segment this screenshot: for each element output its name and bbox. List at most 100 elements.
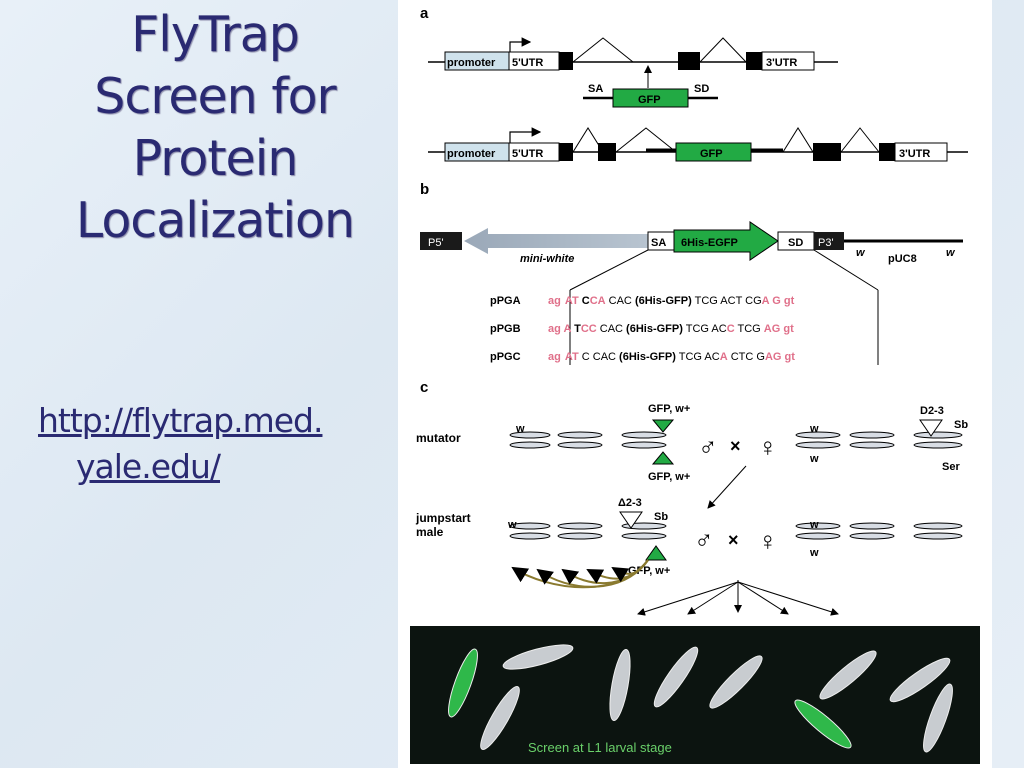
w-label: w bbox=[809, 453, 819, 465]
gfp-larva bbox=[794, 699, 852, 749]
link-line-1[interactable]: http://flytrap.med. bbox=[38, 401, 323, 440]
chromosome bbox=[913, 431, 963, 439]
exon bbox=[598, 143, 616, 161]
male-symbol: ♂ bbox=[694, 524, 714, 554]
p5-box bbox=[420, 232, 462, 250]
chromosome bbox=[913, 522, 963, 530]
chromosome bbox=[621, 532, 667, 540]
sb-label: Sb bbox=[954, 419, 968, 431]
sd-label: SD bbox=[694, 83, 709, 95]
larva bbox=[709, 655, 763, 709]
female-symbol: ♀ bbox=[758, 526, 778, 556]
title-line: Protein bbox=[132, 130, 299, 187]
chromosome bbox=[509, 532, 551, 540]
gfp-label: GFP bbox=[700, 148, 723, 160]
utr5-label: 5'UTR bbox=[512, 148, 543, 160]
jumpstart-label: male bbox=[416, 525, 444, 539]
chromosome bbox=[849, 431, 895, 439]
slide-title: FlyTrap Screen for Protein Localization bbox=[40, 4, 390, 252]
utr3-label: 3'UTR bbox=[899, 148, 930, 160]
chromosome bbox=[795, 441, 841, 449]
chromosome bbox=[557, 522, 603, 530]
chromosome bbox=[849, 522, 895, 530]
puc-label: pUC8 bbox=[888, 253, 917, 265]
transposition-arcs bbox=[511, 559, 649, 589]
mini-white-label: mini-white bbox=[520, 253, 574, 265]
p5-label: P5' bbox=[428, 237, 444, 249]
egfp-label: 6His-EGFP bbox=[681, 237, 738, 249]
larva bbox=[502, 644, 574, 670]
seq-name: pPGA bbox=[490, 295, 521, 307]
female-symbol: ♀ bbox=[758, 432, 778, 462]
gfp-box bbox=[612, 88, 689, 108]
p3-box bbox=[814, 232, 844, 250]
w-label: w bbox=[809, 547, 819, 559]
chromosome bbox=[557, 441, 603, 449]
w-label: w bbox=[946, 247, 956, 259]
w-label: w bbox=[507, 519, 517, 531]
link-line-2[interactable]: yale.edu/ bbox=[76, 447, 221, 486]
chromosome bbox=[913, 441, 963, 449]
gfp-w-label: GFP, w+ bbox=[648, 471, 690, 483]
chromosome bbox=[621, 441, 667, 449]
chromosome bbox=[795, 522, 841, 530]
ser-label: Ser bbox=[942, 461, 960, 473]
w-label: w bbox=[809, 423, 819, 435]
chromosome bbox=[509, 522, 551, 530]
jumpstart-label: jumpstart bbox=[415, 511, 471, 525]
figure-svg: a promoter 5'UTR 3'UTR GFP SA SD promote… bbox=[410, 5, 980, 764]
seq-name: pPGC bbox=[490, 351, 521, 363]
sd-label: SD bbox=[788, 237, 803, 249]
panel-b-label: b bbox=[420, 181, 429, 198]
chromosome bbox=[557, 532, 603, 540]
mini-white-arrow bbox=[464, 228, 648, 254]
exon bbox=[559, 52, 573, 70]
sa-label: SA bbox=[651, 237, 666, 249]
p3-label: P3' bbox=[818, 237, 834, 249]
d23-label: Δ2-3 bbox=[618, 497, 642, 509]
chromosome bbox=[557, 431, 603, 439]
w-label: w bbox=[809, 519, 819, 531]
larva bbox=[653, 646, 699, 708]
utr3-label: 3'UTR bbox=[766, 57, 797, 69]
seq-row: ag A TCC CAC (6His-GFP) TCG ACC TCG AG g… bbox=[548, 323, 794, 335]
larva bbox=[819, 650, 877, 700]
promoter-label: promoter bbox=[447, 57, 496, 69]
exon bbox=[813, 143, 841, 161]
chromosome bbox=[509, 431, 551, 439]
title-line: FlyTrap bbox=[131, 6, 300, 63]
progeny-arrows bbox=[637, 580, 839, 616]
promoter-label: promoter bbox=[447, 148, 496, 160]
utr3-box bbox=[894, 142, 948, 162]
title-line: Screen for bbox=[94, 68, 336, 125]
seq-name: pPGB bbox=[490, 323, 521, 335]
chromosome bbox=[509, 441, 551, 449]
chromosome bbox=[621, 431, 667, 439]
male-symbol: ♂ bbox=[698, 431, 718, 461]
chromosome bbox=[849, 532, 895, 540]
chromosome bbox=[795, 532, 841, 540]
sa-label: SA bbox=[588, 83, 603, 95]
mutator-label: mutator bbox=[416, 431, 461, 445]
panel-c-label: c bbox=[420, 379, 428, 396]
screen-caption: Screen at L1 larval stage bbox=[528, 740, 672, 755]
flytrap-link[interactable]: http://flytrap.med. yale.edu/ bbox=[38, 398, 323, 490]
chromosome bbox=[913, 532, 963, 540]
chromosome bbox=[795, 431, 841, 439]
exon bbox=[559, 143, 573, 161]
gfp-w-label: GFP, w+ bbox=[628, 565, 670, 577]
d23-label: D2-3 bbox=[920, 405, 944, 417]
w-label: w bbox=[515, 423, 525, 435]
exon bbox=[678, 52, 700, 70]
utr3-box bbox=[761, 51, 815, 71]
exon bbox=[879, 143, 895, 161]
gfp-w-label: GFP, w+ bbox=[648, 403, 690, 415]
chromosome bbox=[849, 441, 895, 449]
larva bbox=[889, 657, 951, 703]
panel-a-label: a bbox=[420, 5, 429, 22]
title-line: Localization bbox=[75, 192, 355, 249]
larva bbox=[609, 649, 631, 721]
